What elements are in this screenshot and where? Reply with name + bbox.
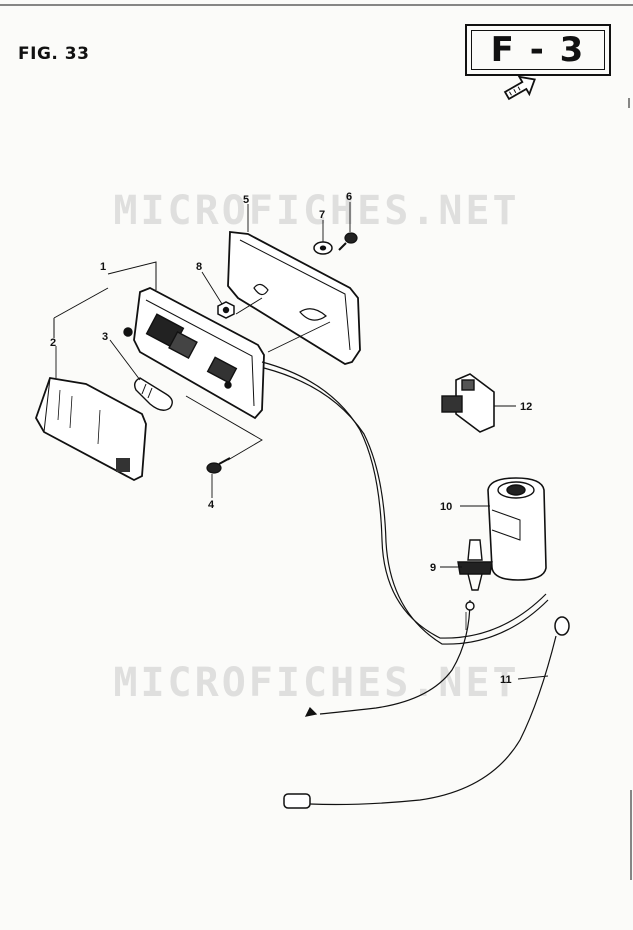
callout-4: 4: [208, 499, 215, 511]
part-4-screw: [206, 457, 231, 474]
callout-7: 7: [319, 209, 325, 221]
part-7-washer: [313, 241, 333, 255]
callout-5: 5: [243, 194, 249, 206]
callout-1-bracket: [53, 261, 157, 338]
part-6-screw: [338, 232, 358, 251]
callout-labels: 1 2 3 4 5 6 7 8 9 10 11 12: [50, 191, 532, 686]
part-12-connector: [441, 373, 495, 433]
callout-11: 11: [500, 674, 512, 686]
leader-lines: [55, 202, 549, 680]
callout-9: 9: [430, 562, 436, 574]
part-3-bulb: [133, 377, 173, 411]
part-10-switch-boot: [487, 477, 547, 581]
callout-8: 8: [196, 261, 202, 273]
callout-2: 2: [50, 337, 56, 349]
part-1-lamp-housing: [123, 287, 265, 420]
part-11-ground-wire: [283, 616, 570, 809]
section-code-box: F - 3: [465, 24, 611, 76]
callout-1: 1: [100, 261, 106, 273]
part-9-switch: [457, 539, 493, 591]
callout-10: 10: [440, 501, 452, 513]
part-5-bracket: [227, 230, 361, 365]
figure-title: FIG. 33: [18, 44, 90, 64]
scan-edge-marks: [628, 98, 632, 880]
part-8-nut: [217, 301, 235, 319]
callout-3: 3: [102, 331, 108, 343]
front-arrow-icon: [503, 75, 536, 101]
callout-12: 12: [520, 401, 532, 413]
wiring-harness: [261, 361, 549, 717]
callout-6: 6: [346, 191, 352, 203]
part-2-lens: [35, 376, 147, 482]
